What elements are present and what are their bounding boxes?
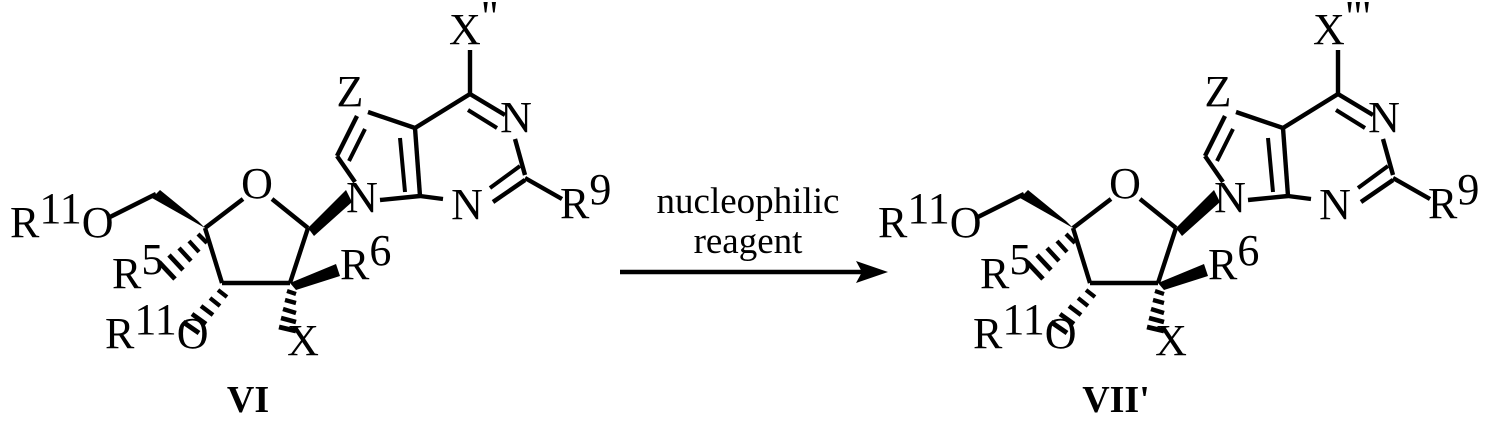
r6-bold-wedge-reactant: R6 <box>290 226 391 290</box>
x-sugar-hashed-wedge-reactant <box>278 289 297 334</box>
compound-label-VII-prime: VII' <box>1082 379 1150 421</box>
r6-bold-wedge-product: R6 <box>1158 226 1259 290</box>
r11-o-top-label-reactant: R11O <box>10 184 114 247</box>
r9-label-reactant: R9 <box>560 165 611 228</box>
r9-label-product: R9 <box>1428 165 1479 228</box>
r11-o-top-label-product: R11O <box>878 184 982 247</box>
r5-hashed-wedge-product <box>1025 232 1077 281</box>
sugar-ring-reactant: O <box>202 159 311 286</box>
r11-o-bottom-hashed-wedge-product <box>1049 288 1097 335</box>
r6-label-reactant: R6 <box>340 226 391 289</box>
r11-o-bottom-label-product: R11O <box>973 295 1077 358</box>
reagent-label-line1: nucleophilic <box>657 181 840 222</box>
n9-label-product: N <box>1214 173 1246 222</box>
purine-ring-product: N Z N N R9 X"' <box>1203 0 1479 229</box>
x-double-prime-label-reactant: X" <box>449 0 499 54</box>
x-triple-prime-label-product: X"' <box>1313 0 1371 54</box>
product-structure-VII-prime: O R11O R5 R11O <box>878 0 1479 421</box>
sugar-ring-product: O <box>1070 159 1179 286</box>
glycosidic-wedge-reactant <box>308 190 352 236</box>
r6-label-product: R6 <box>1208 226 1259 289</box>
x-sugar-label-reactant: X <box>287 316 319 365</box>
reagent-label-line2: reagent <box>694 221 804 262</box>
n9-label-reactant: N <box>346 173 378 222</box>
compound-label-VI: VI <box>227 379 269 421</box>
arrow-head <box>856 261 888 283</box>
r11-o-bottom-hashed-wedge-reactant <box>181 288 229 335</box>
r11-o-bottom-label-reactant: R11O <box>105 295 209 358</box>
reactant-structure-VI: O R11O R5 R11O <box>10 0 611 421</box>
n1-label-reactant: N <box>500 93 532 142</box>
r5-label-product: R5 <box>980 235 1031 298</box>
c5-prime-wedge-reactant: R11O <box>10 184 205 247</box>
glycosidic-wedge-product <box>1176 190 1220 236</box>
n3-label-reactant: N <box>451 180 483 229</box>
ring-oxygen-label-product: O <box>1109 159 1141 208</box>
z-label-reactant: Z <box>337 67 364 116</box>
ring-oxygen-label-reactant: O <box>241 159 273 208</box>
x-sugar-hashed-wedge-product <box>1146 289 1165 334</box>
r5-hashed-wedge-reactant <box>157 232 209 281</box>
c5-prime-wedge-product: R11O <box>878 184 1073 247</box>
x-sugar-label-product: X <box>1155 316 1187 365</box>
r5-label-reactant: R5 <box>112 235 163 298</box>
n1-label-product: N <box>1368 93 1400 142</box>
n3-label-product: N <box>1319 180 1351 229</box>
purine-ring-reactant: N Z <box>335 0 611 229</box>
reaction-arrow-group: nucleophilic reagent <box>620 181 888 283</box>
z-label-product: Z <box>1205 67 1232 116</box>
